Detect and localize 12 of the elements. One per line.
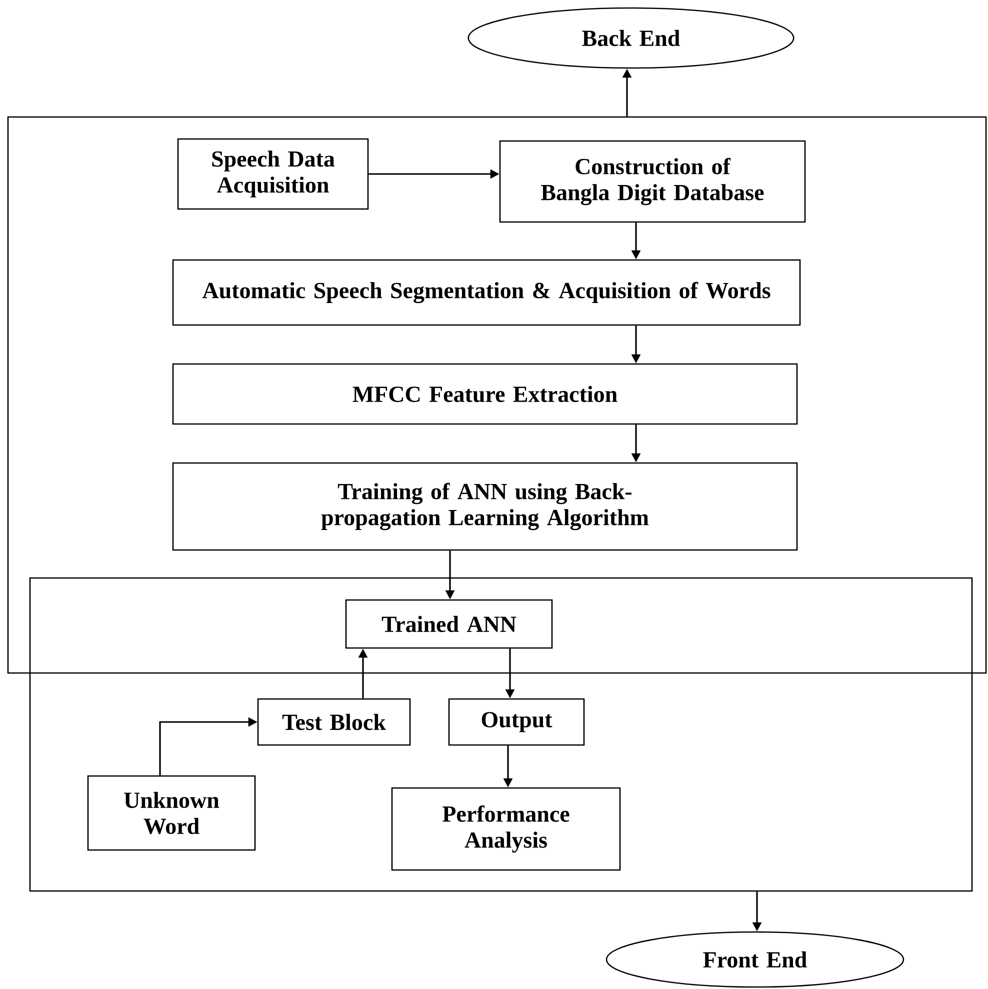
process-box: Performance Analysis: [391, 787, 621, 871]
group-frame: [29, 577, 973, 892]
process-box: Trained ANN: [345, 599, 553, 649]
process-box: Training of ANN using Back-propagation Learning Algorithm: [172, 462, 798, 551]
process-box: Automatic Speech Segmentation & Acquisition of Words: [172, 259, 801, 326]
process-box: Output: [448, 698, 585, 746]
process-box: Construction of Bangla Digit Database: [499, 140, 806, 223]
process-box: Unknown Word: [87, 775, 256, 851]
process-box: Speech Data Acquisition: [177, 138, 369, 210]
process-box: Test Block: [257, 698, 411, 746]
process-box: MFCC Feature Extraction: [172, 363, 798, 425]
group-frame: [7, 116, 987, 674]
